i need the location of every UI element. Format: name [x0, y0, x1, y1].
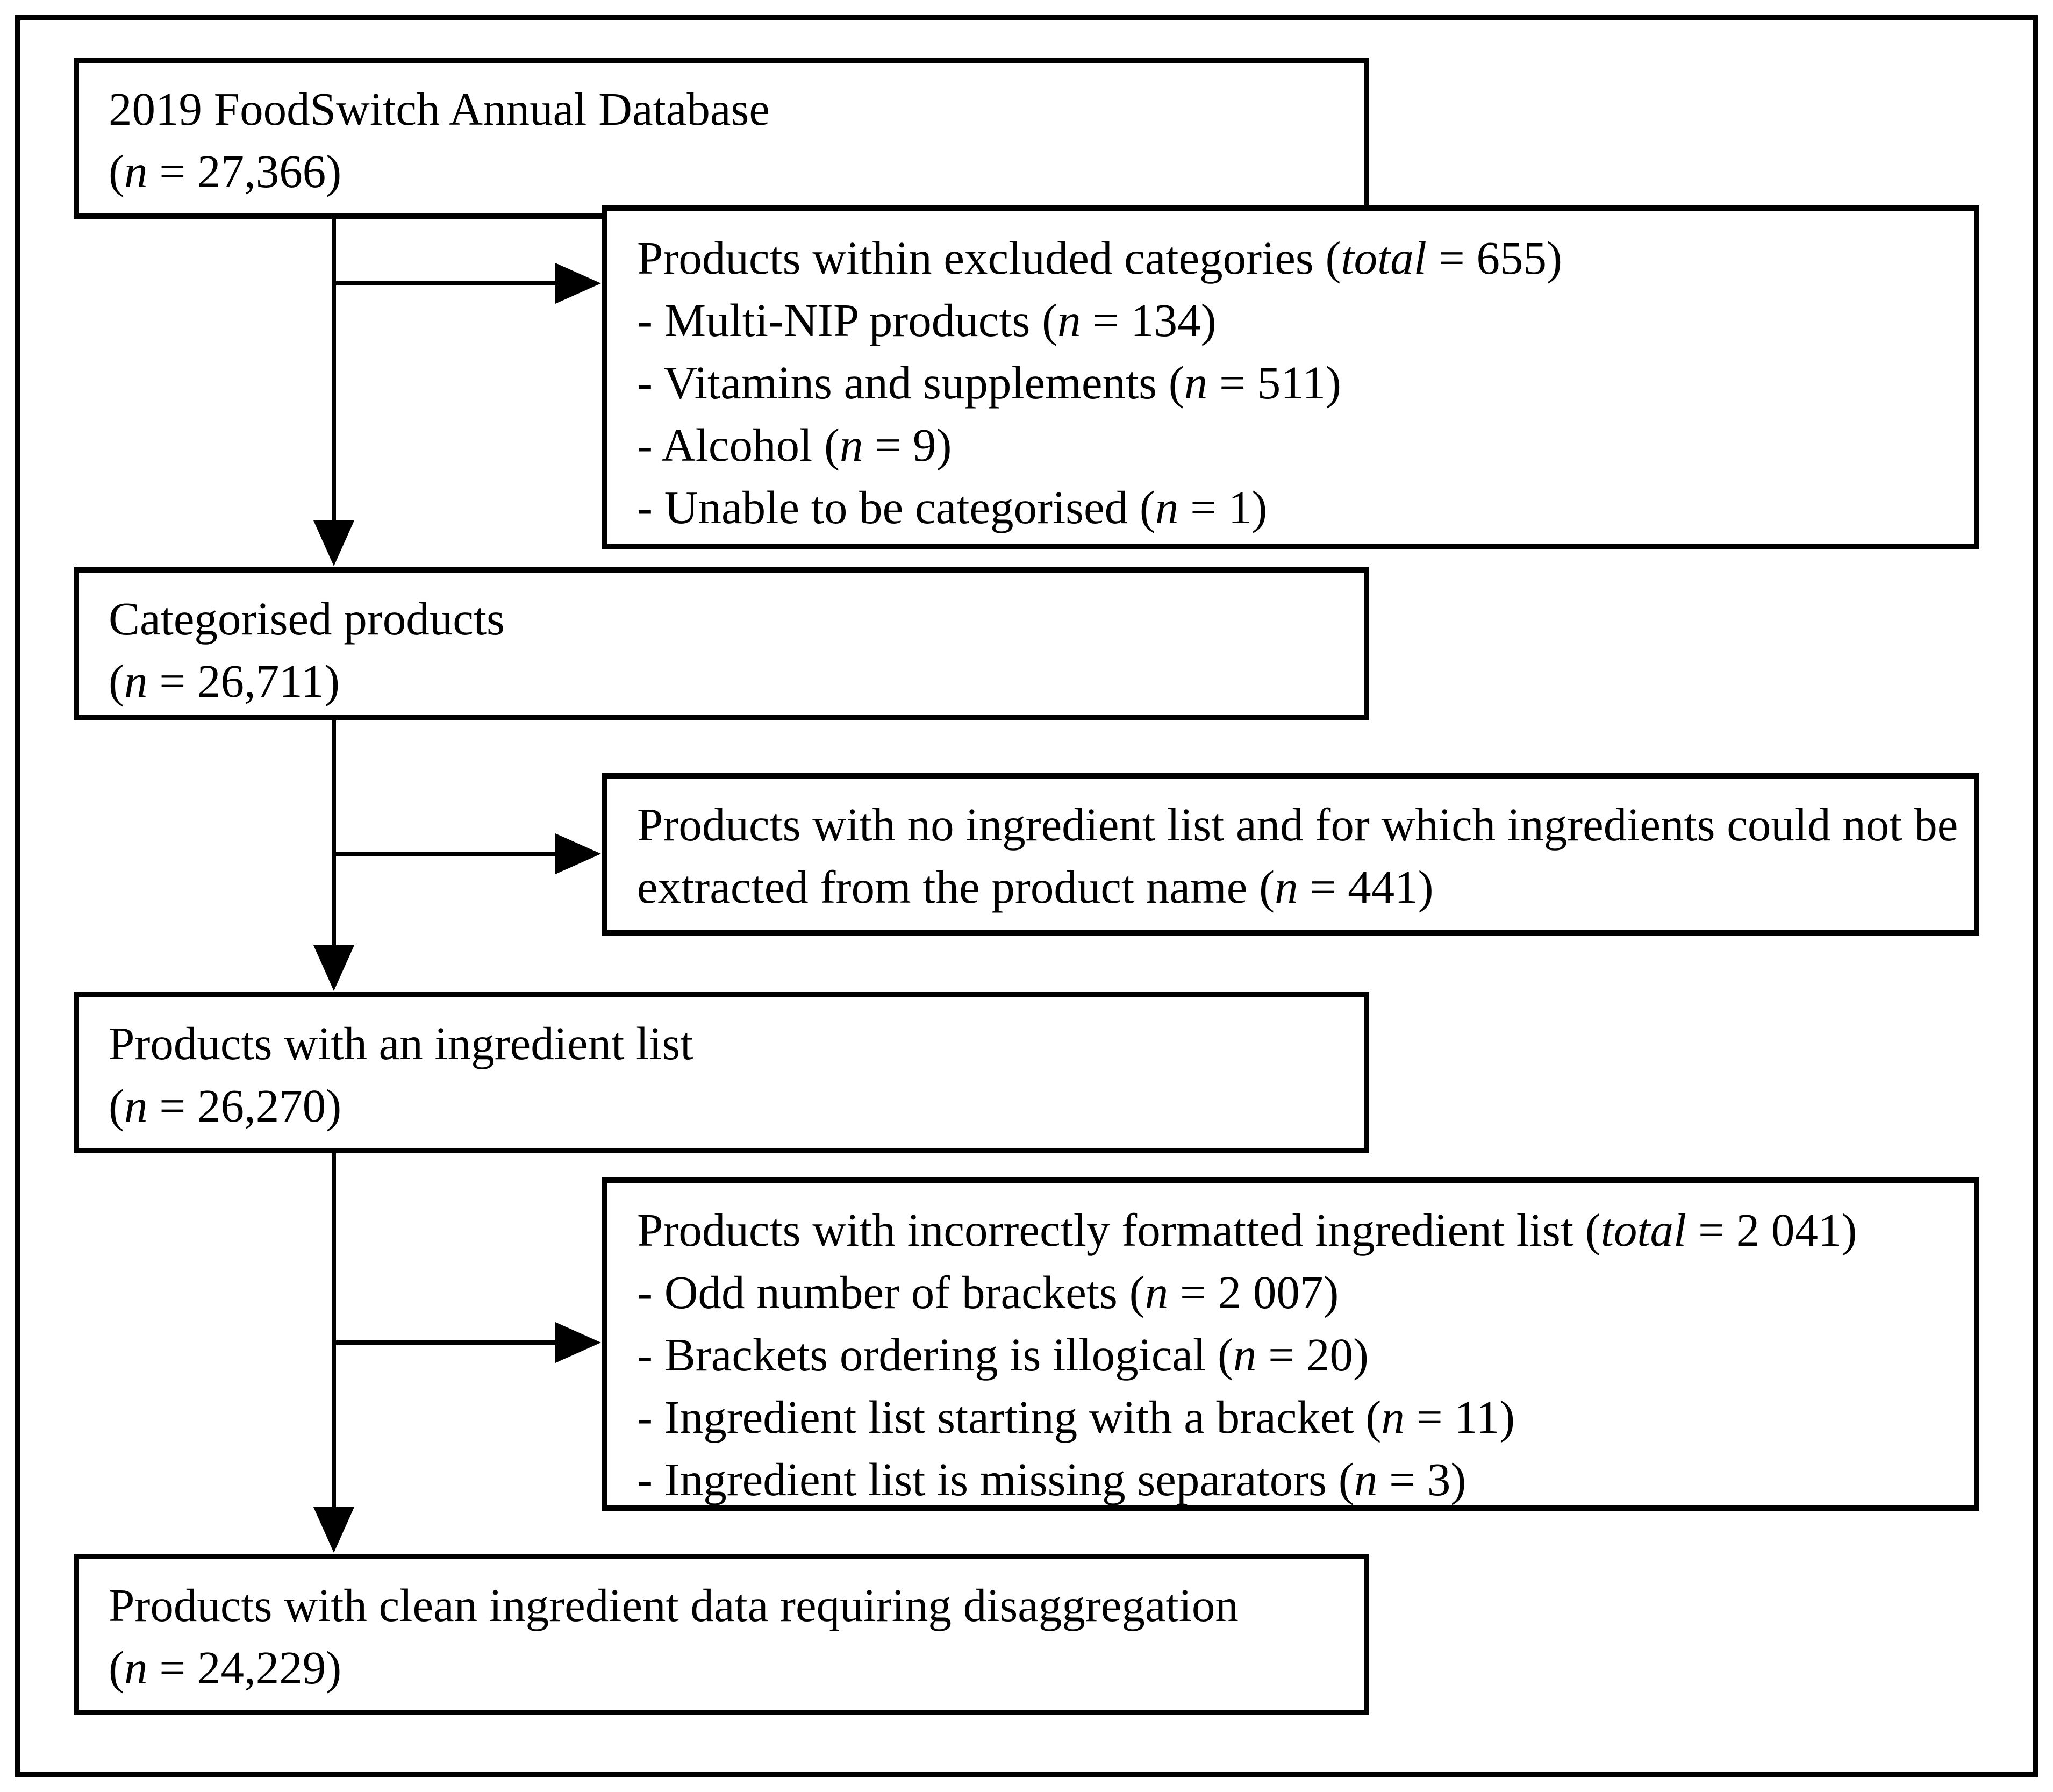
arrowhead-down-icon	[313, 945, 354, 991]
line-text: 2019 FoodSwitch Annual Database	[109, 83, 770, 135]
line-text: - Brackets ordering is illogical (	[637, 1329, 1233, 1381]
line-text: = 26,270)	[147, 1080, 342, 1132]
math-var: n	[1381, 1391, 1405, 1443]
text-line: Products within excluded categories (tot…	[637, 227, 1966, 289]
line-text: - Odd number of brackets (	[637, 1266, 1145, 1318]
box-categorised-products: Categorised products (n = 26,711)	[74, 567, 1369, 720]
line-text: = 2 007)	[1168, 1266, 1339, 1318]
text-line: (n = 26,270)	[109, 1075, 1356, 1137]
branch-to-excluded-categories	[332, 281, 556, 285]
text-line: - Ingredient list starting with a bracke…	[637, 1386, 1966, 1448]
line-text: Categorised products	[109, 592, 505, 645]
line-text: - Ingredient list starting with a bracke…	[637, 1391, 1382, 1443]
math-var: n	[124, 1080, 148, 1132]
text-line: - Brackets ordering is illogical (n = 20…	[637, 1324, 1966, 1386]
math-var: n	[1275, 861, 1298, 913]
line-text: = 3)	[1377, 1453, 1467, 1505]
text-line: Products with incorrectly formatted ingr…	[637, 1199, 1966, 1261]
line-text: = 9)	[863, 419, 952, 471]
line-text: Products within excluded categories (	[637, 232, 1341, 284]
line-text: = 1)	[1178, 481, 1268, 533]
outer-frame	[15, 15, 2038, 1777]
math-var: n	[124, 655, 148, 707]
arrowhead-down-icon	[313, 520, 354, 566]
box-ingredient-list: Products with an ingredient list (n = 26…	[74, 992, 1369, 1153]
connector-ingredient-list-to-clean-data	[332, 1153, 336, 1508]
math-var: n	[124, 145, 148, 197]
text-line: - Vitamins and supplements (n = 511)	[637, 352, 1966, 414]
line-text: = 27,366)	[147, 145, 342, 197]
math-var: n	[124, 1641, 148, 1694]
text-line: - Ingredient list is missing separators …	[637, 1448, 1966, 1511]
math-var: n	[1354, 1453, 1378, 1505]
text-line: - Alcohol (n = 9)	[637, 414, 1966, 476]
text-line: Categorised products	[109, 588, 1356, 650]
box-database: 2019 FoodSwitch Annual Database (n = 27,…	[74, 58, 1369, 219]
text-line: Products with an ingredient list	[109, 1012, 1356, 1075]
line-text: Products with clean ingredient data requ…	[109, 1579, 1239, 1631]
line-text: (	[109, 1080, 124, 1132]
line-text: = 11)	[1404, 1391, 1515, 1443]
line-text: - Ingredient list is missing separators …	[637, 1453, 1354, 1505]
arrowhead-right-icon	[555, 1322, 601, 1363]
line-text: - Unable to be categorised (	[637, 481, 1155, 533]
text-line: - Unable to be categorised (n = 1)	[637, 476, 1966, 539]
math-var: n	[1057, 294, 1081, 346]
box-excluded-categories: Products within excluded categories (tot…	[602, 205, 1979, 549]
text-line: (n = 24,229)	[109, 1637, 1356, 1699]
text-line: - Odd number of brackets (n = 2 007)	[637, 1261, 1966, 1324]
math-var: n	[1144, 1266, 1169, 1318]
math-var: n	[1233, 1329, 1257, 1381]
box-clean-data: Products with clean ingredient data requ…	[74, 1554, 1369, 1715]
line-text: = 655)	[1426, 232, 1563, 284]
text-line: Products with no ingredient list and for…	[637, 794, 1966, 918]
arrowhead-right-icon	[555, 833, 601, 874]
math-var: total	[1341, 232, 1427, 284]
math-var: n	[1155, 481, 1179, 533]
line-text: - Vitamins and supplements (	[637, 356, 1184, 409]
line-text: = 24,229)	[147, 1641, 342, 1694]
text-line: (n = 27,366)	[109, 140, 1356, 203]
box-incorrect-format: Products with incorrectly formatted ingr…	[602, 1177, 1979, 1511]
text-line: 2019 FoodSwitch Annual Database	[109, 78, 1356, 140]
line-text: = 134)	[1081, 294, 1217, 346]
text-line: - Multi-NIP products (n = 134)	[637, 289, 1966, 352]
math-var: n	[839, 419, 863, 471]
line-text: (	[109, 655, 124, 707]
line-text: (	[109, 1641, 124, 1694]
line-text: = 20)	[1256, 1329, 1369, 1381]
arrowhead-right-icon	[555, 263, 601, 304]
line-text: (	[109, 145, 124, 197]
line-text: = 511)	[1207, 356, 1342, 409]
line-text: Products with no ingredient list and for…	[637, 798, 1958, 913]
arrowhead-down-icon	[313, 1507, 354, 1553]
line-text: Products with an ingredient list	[109, 1017, 693, 1069]
text-line: Products with clean ingredient data requ…	[109, 1574, 1356, 1637]
box-no-ingredient-list: Products with no ingredient list and for…	[602, 773, 1979, 936]
connector-categorised-to-ingredient-list	[332, 720, 336, 946]
line-text: = 26,711)	[147, 655, 340, 707]
line-text: - Alcohol (	[637, 419, 840, 471]
line-text: = 441)	[1298, 861, 1434, 913]
line-text: Products with incorrectly formatted ingr…	[637, 1204, 1601, 1256]
connector-database-to-categorised	[332, 219, 336, 522]
branch-to-incorrect-format	[332, 1340, 556, 1345]
math-var: total	[1600, 1204, 1687, 1256]
branch-to-no-ingredient-list	[332, 852, 556, 856]
line-text: - Multi-NIP products (	[637, 294, 1058, 346]
math-var: n	[1184, 356, 1208, 409]
text-line: (n = 26,711)	[109, 650, 1356, 712]
line-text: = 2 041)	[1686, 1204, 1857, 1256]
